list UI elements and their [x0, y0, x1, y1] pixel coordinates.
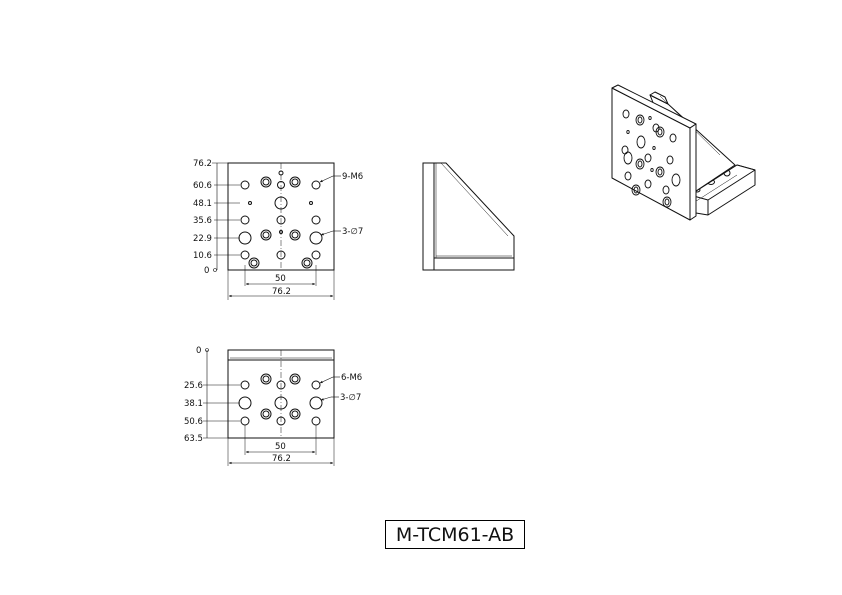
- through-hole: [309, 396, 323, 410]
- dim-label: 76.2: [272, 454, 291, 464]
- front-view: [203, 348, 340, 466]
- dim-label: 35.6: [193, 216, 212, 226]
- dim-label: 0: [196, 346, 201, 356]
- dim-label: 76.2: [193, 159, 212, 169]
- top-view-labels: 76.2 60.6 48.1 35.6 22.9 10.6 0 50 76.2 …: [193, 159, 363, 297]
- through-hole: [238, 231, 252, 245]
- side-view: [422, 162, 515, 271]
- dim-label: 50: [275, 442, 286, 452]
- through-hole: [274, 396, 288, 410]
- hole: [311, 380, 321, 390]
- hole: [240, 380, 250, 390]
- counterbore-hole: [289, 408, 301, 420]
- counterbore-hole: [289, 229, 301, 241]
- hole: [240, 250, 250, 260]
- front-view-labels: 0 25.6 38.1 50.6 63.5 50 76.2 6-M6 3-∅7: [184, 346, 362, 464]
- dim-label: 10.6: [193, 251, 212, 261]
- hole: [276, 416, 286, 426]
- callout-through: 3-∅7: [340, 393, 361, 403]
- hole: [240, 180, 250, 190]
- hole: [276, 250, 286, 260]
- dim-label: 50: [275, 274, 286, 284]
- dim-label: 38.1: [184, 399, 203, 409]
- top-view: [212, 162, 341, 300]
- isometric-view: [611, 84, 756, 221]
- dim-label: 48.1: [193, 199, 212, 209]
- dim-label: 0: [204, 266, 209, 276]
- dim-label: 50.6: [184, 417, 203, 427]
- dim-label: 22.9: [193, 234, 212, 244]
- hole: [311, 250, 321, 260]
- counterbore-hole: [260, 408, 272, 420]
- hole: [276, 215, 286, 225]
- dim-label: 60.6: [193, 181, 212, 191]
- callout-threaded: 9-M6: [342, 172, 363, 182]
- counterbore-hole: [260, 176, 272, 188]
- hole: [277, 181, 285, 189]
- dim-label: 63.5: [184, 434, 203, 444]
- dim-label: 25.6: [184, 381, 203, 391]
- counterbore-hole: [260, 229, 272, 241]
- through-hole: [238, 396, 252, 410]
- counterbore-hole: [248, 257, 260, 269]
- part-number-label: M-TCM61-AB: [385, 520, 525, 549]
- counterbore-hole: [289, 373, 301, 385]
- dim-label: 76.2: [272, 287, 291, 297]
- side-view-outline: [422, 162, 515, 271]
- hole: [311, 416, 321, 426]
- hole: [278, 170, 284, 176]
- callout-threaded: 6-M6: [341, 373, 362, 383]
- hole: [311, 180, 321, 190]
- hole: [240, 215, 250, 225]
- counterbore-hole: [260, 373, 272, 385]
- hole: [311, 215, 321, 225]
- hole: [276, 380, 286, 390]
- through-hole: [309, 231, 323, 245]
- counterbore-hole: [289, 176, 301, 188]
- counterbore-hole: [301, 257, 313, 269]
- through-hole: [274, 196, 288, 210]
- callout-through: 3-∅7: [342, 227, 363, 237]
- hole: [240, 416, 250, 426]
